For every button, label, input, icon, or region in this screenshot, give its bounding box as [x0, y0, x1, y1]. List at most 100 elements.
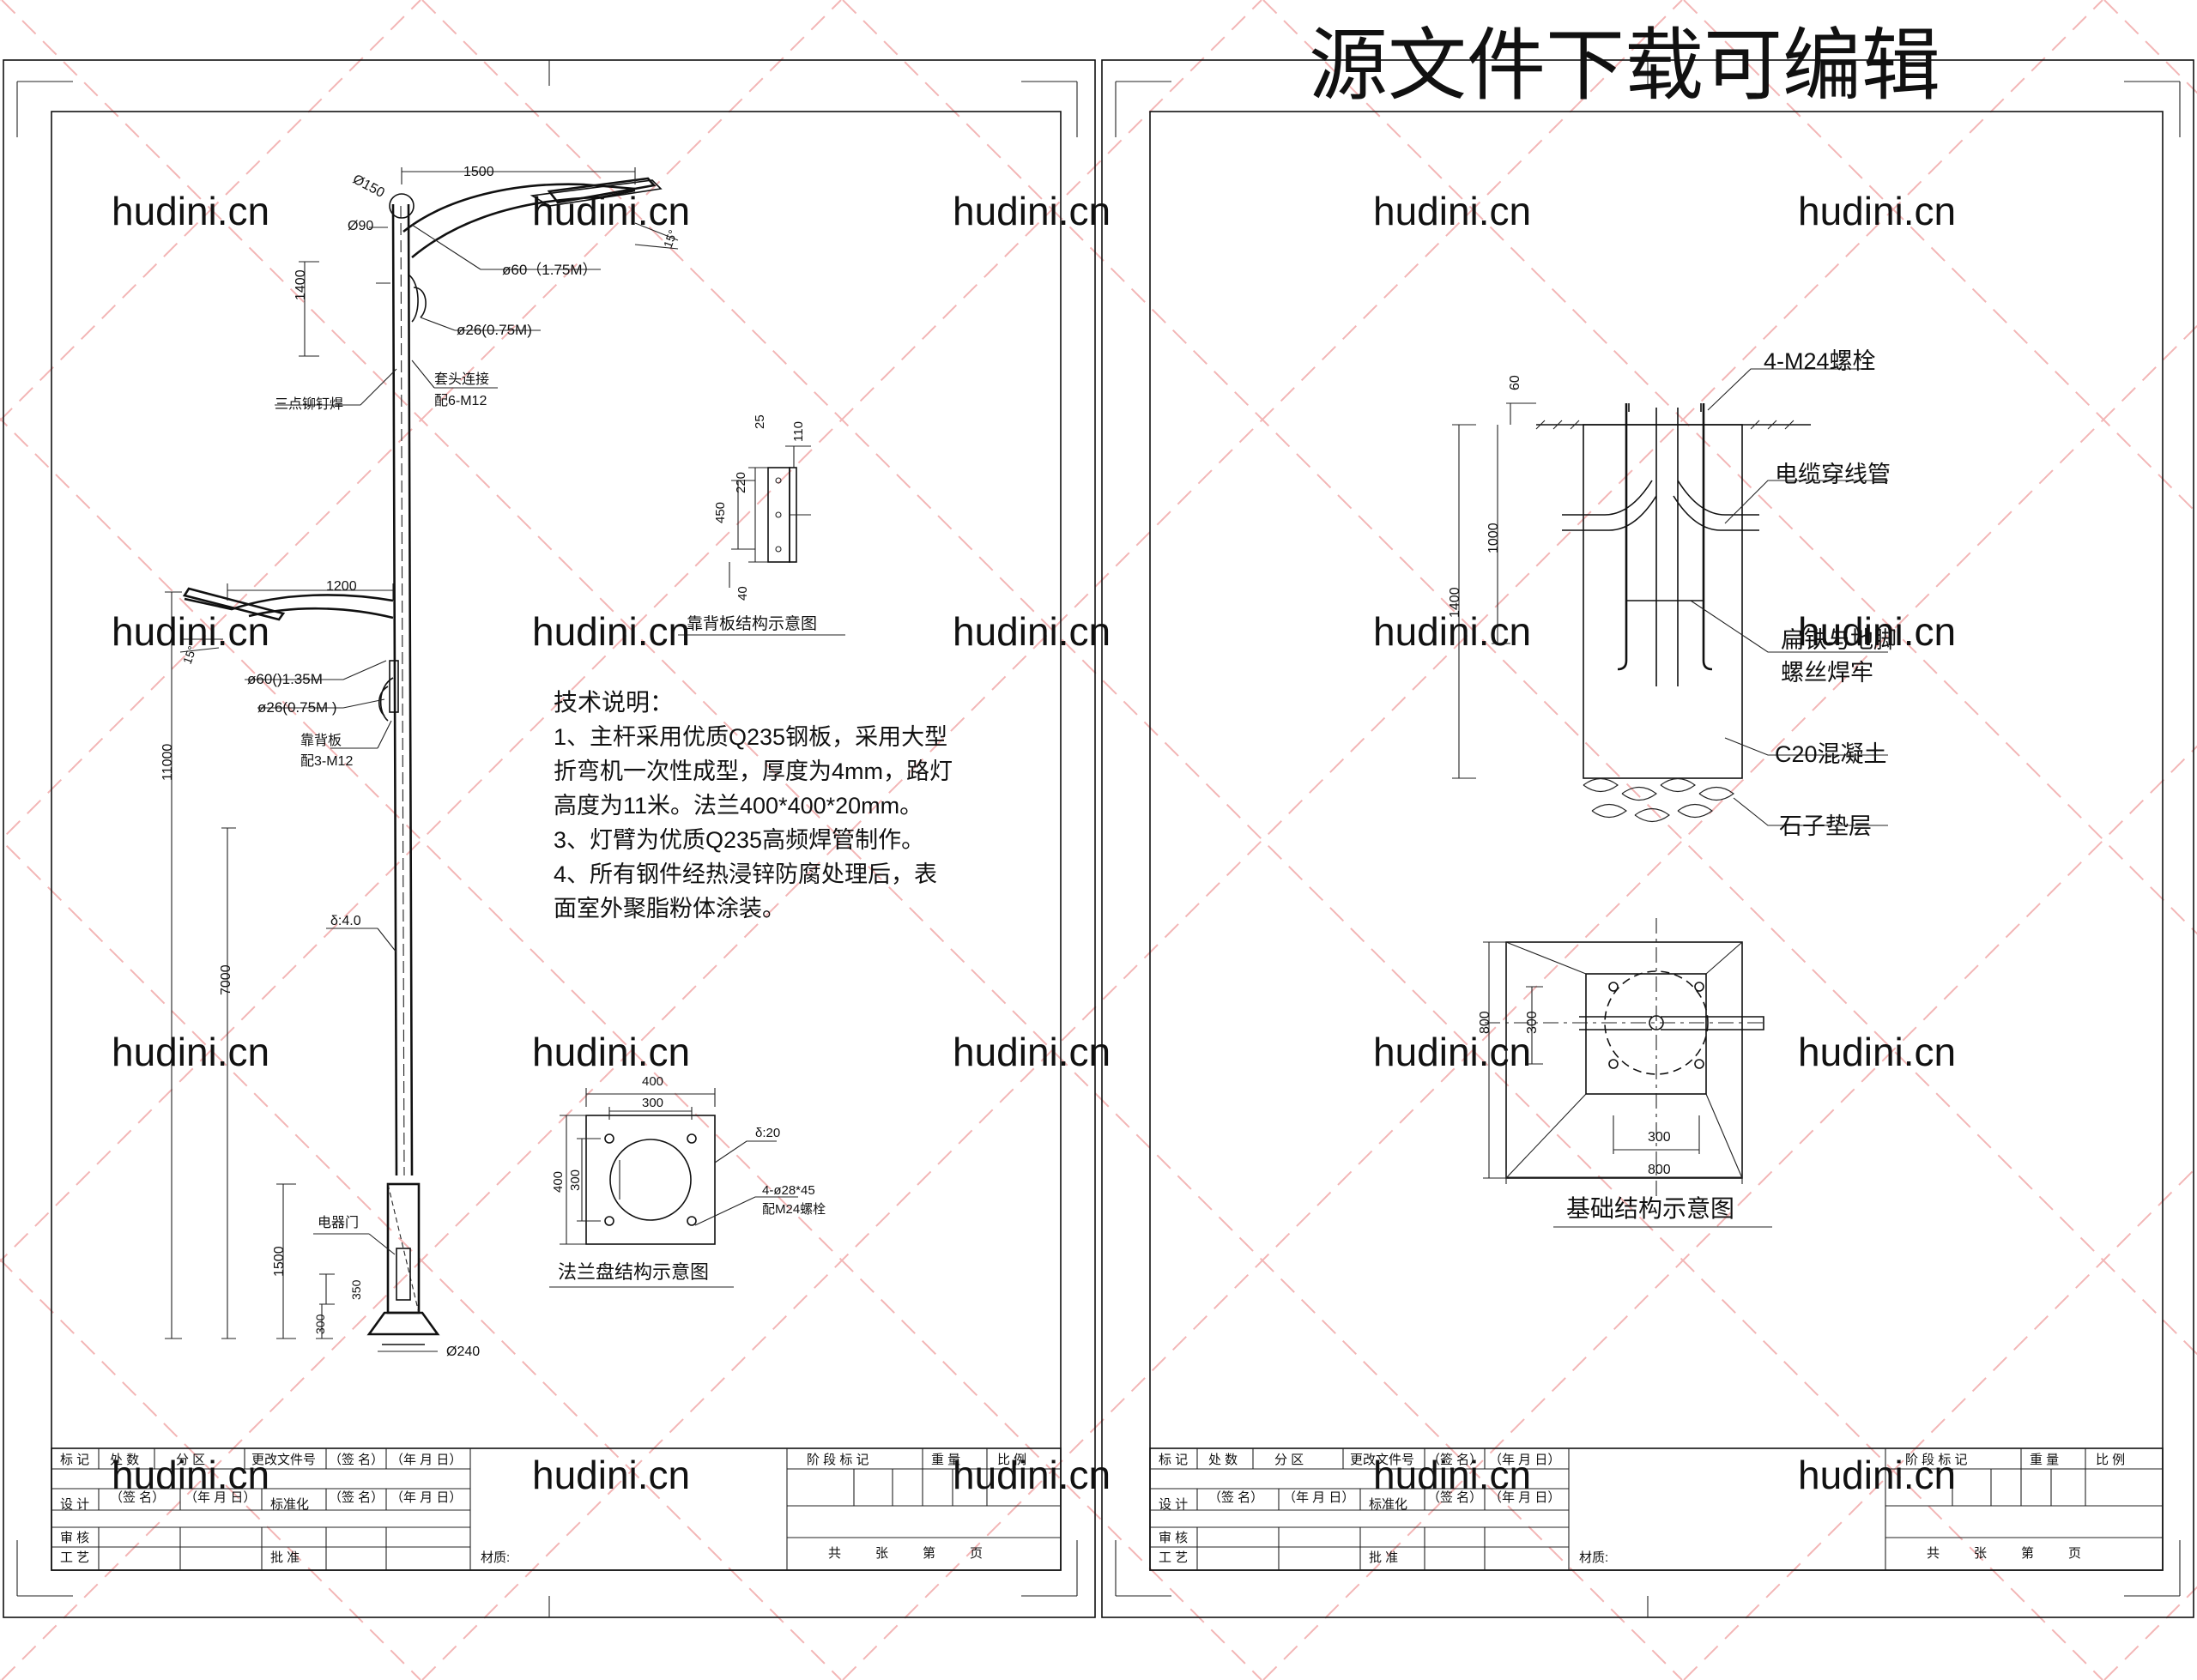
tech-notes: 技术说明： 1、主杆采用优质Q235钢板，采用大型 折弯机一次性成型，厚度为4m…: [554, 689, 953, 922]
label-wall-thickness: δ:4.0: [330, 914, 361, 928]
notes-line-3: 高度为11米。法兰400*400*20mm。: [554, 793, 923, 819]
bp-dim-25: 25: [753, 414, 767, 429]
bp-dim-220: 220: [734, 472, 748, 493]
dim-11000: 11000: [160, 744, 175, 781]
tbr-page: 页: [2068, 1546, 2081, 1561]
tbl-stage: 阶 段 标 记: [807, 1453, 869, 1467]
wm-site-r3c2: hudini.cn: [532, 1030, 690, 1074]
tbl-scale: 比 例: [997, 1453, 1026, 1467]
watermark-text: 源文件下载可编辑 hudini.cn hudini.cn hudini.cn h…: [112, 22, 1956, 1497]
tbl-material: 材质:: [481, 1550, 510, 1565]
tbr-count: 处 数: [1208, 1453, 1238, 1467]
wm-site-r2c4: hudini.cn: [1373, 609, 1531, 654]
fl-w300: 300: [642, 1096, 663, 1110]
tbl-zone: 分 区: [176, 1453, 205, 1467]
label-sleeve-bolts: 配6-M12: [434, 393, 487, 408]
wm-site-r1c5: hudini.cn: [1798, 189, 1956, 233]
tbl-sign-1: （签 名）: [329, 1453, 384, 1467]
tbr-sign-1: （签 名）: [1427, 1453, 1482, 1467]
tbr-review: 审 核: [1159, 1531, 1188, 1545]
watermark-diagonal: [0, 1258, 421, 1680]
notes-line-1: 1、主杆采用优质Q235钢板，采用大型: [554, 724, 947, 750]
tbl-process: 工 艺: [60, 1550, 89, 1565]
dim-d240: Ø240: [446, 1345, 480, 1359]
tbl-page: 页: [970, 1546, 983, 1561]
fp-dim-300-v: 300: [1525, 1011, 1540, 1034]
tbr-sheet-no: 第: [2021, 1545, 2034, 1561]
notes-line-5: 4、所有钢件经热浸锌防腐处理后，表: [554, 861, 937, 887]
label-arm-upper-pipe: ø60（1.75M）: [502, 262, 597, 278]
watermark-diagonal: [1, 0, 1683, 1680]
tbr-design: 设 计: [1159, 1497, 1188, 1512]
tbr-weight: 重 量: [2030, 1453, 2059, 1467]
angle-upper: 15°: [661, 228, 680, 250]
wm-site-r4c5: hudini.cn: [1798, 1453, 1956, 1497]
fl-h300: 300: [568, 1169, 583, 1191]
watermark-diagonal: [2103, 1586, 2197, 1680]
title-block-right: 标 记 处 数 分 区 更改文件号 （签 名） （年 月 日） 设 计 （签 名…: [1149, 1447, 2164, 1571]
tbl-date-1: （年 月 日）: [390, 1453, 462, 1467]
fd-flat-iron-2: 螺丝焊牢: [1781, 660, 1873, 686]
pole-elevation: Ø150 Ø90 1500 1400 15° ø60（1.75M） ø26(0.…: [160, 165, 680, 1359]
label-backing-plate: 靠背板: [300, 733, 342, 748]
dim-7000: 7000: [219, 964, 233, 995]
tbl-approve: 批 准: [270, 1550, 300, 1565]
watermark-diagonal: [842, 0, 2197, 1356]
wm-site-r4c3: hudini.cn: [953, 1453, 1111, 1497]
tbl-sign-2: （签 名）: [110, 1490, 165, 1505]
dim-350: 350: [349, 1279, 363, 1300]
tbr-sign-3: （签 名）: [1427, 1490, 1482, 1505]
bp-dim-110: 110: [791, 421, 806, 442]
fd-flat-iron-1: 扁铁与地脚: [1781, 627, 1897, 653]
watermark-diagonal: [1, 0, 1683, 1680]
fl-thickness: δ:20: [755, 1126, 780, 1140]
wm-site-r1c1: hudini.cn: [112, 189, 269, 233]
fl-title: 法兰盘结构示意图: [558, 1261, 709, 1283]
tbr-change-doc: 更改文件号: [1350, 1453, 1414, 1467]
tbr-sheet-unit: 张: [1974, 1546, 1987, 1561]
tbl-sheet-total: 共: [828, 1546, 841, 1561]
fd-dim-60: 60: [1508, 375, 1522, 390]
watermark-diagonal: [421, 0, 2103, 1680]
fd-dim-1000: 1000: [1486, 523, 1501, 553]
notes-line-4: 3、灯臂为优质Q235高频焊管制作。: [554, 827, 924, 853]
tbr-mark: 标 记: [1159, 1453, 1188, 1467]
tbr-sheet-total: 共: [1927, 1546, 1940, 1561]
tbl-standardize: 标准化: [270, 1497, 309, 1512]
bp-dim-450: 450: [713, 502, 728, 523]
label-sleeve-joint: 套头连接: [434, 372, 489, 387]
watermark-diagonal: [0, 0, 421, 422]
flange-detail: 400 300 400 300 δ:20 4-ø28*45 配M24螺栓 法兰盘…: [549, 1074, 826, 1288]
wm-site-r3c1: hudini.cn: [112, 1030, 269, 1074]
fl-w400: 400: [642, 1074, 663, 1089]
fl-h400: 400: [551, 1171, 566, 1193]
watermark-banner: 源文件下载可编辑: [1309, 22, 1940, 110]
tbl-sheet-no: 第: [923, 1545, 935, 1561]
label-arm-lower-brace: ø26(0.75M ): [257, 699, 337, 716]
tbr-zone: 分 区: [1274, 1453, 1304, 1467]
title-block-left: 标 记 处 数 分 区 更改文件号 （签 名） （年 月 日） 设 计 （签 名…: [51, 1447, 1062, 1571]
tbl-design: 设 计: [60, 1497, 89, 1512]
tbr-material: 材质:: [1579, 1550, 1608, 1565]
wm-site-r3c5: hudini.cn: [1798, 1030, 1956, 1074]
notes-heading: 技术说明：: [554, 689, 674, 716]
dim-1200: 1200: [326, 579, 357, 594]
wm-site-r2c1: hudini.cn: [112, 609, 269, 654]
wm-site-r1c4: hudini.cn: [1373, 189, 1531, 233]
fd-dim-1400: 1400: [1448, 587, 1462, 618]
tbl-change-doc: 更改文件号: [251, 1453, 316, 1467]
wm-site-r4c2: hudini.cn: [532, 1453, 690, 1497]
tbl-count: 处 数: [110, 1453, 139, 1467]
tbr-sign-2: （签 名）: [1208, 1490, 1263, 1505]
wm-site-r2c5: hudini.cn: [1798, 609, 1956, 654]
tbr-stage: 阶 段 标 记: [1905, 1453, 1968, 1467]
tbl-sheet-unit: 张: [875, 1546, 888, 1561]
tbr-process: 工 艺: [1159, 1550, 1188, 1565]
wm-site-r3c3: hudini.cn: [953, 1030, 1111, 1074]
tbl-mark: 标 记: [60, 1453, 89, 1467]
dim-1400: 1400: [294, 269, 308, 300]
tbl-date-2: （年 月 日）: [185, 1490, 256, 1505]
notes-line-6: 面室外聚脂粉体涂装。: [554, 896, 785, 922]
tbr-date-3: （年 月 日）: [1489, 1490, 1560, 1505]
